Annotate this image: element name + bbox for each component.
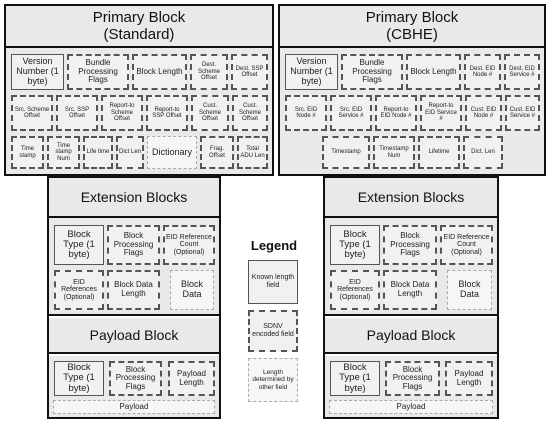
payload-right-block-processing-flags: Block Processing Flags (385, 361, 440, 396)
field-total-adu-len: Total ADU Len (237, 136, 268, 169)
field-dictionary: Dictionary (147, 136, 197, 169)
ext-left-eid-reference-count: EID Reference Count (Optional) (163, 225, 215, 265)
field-cust-scheme-offset: Cust. Scheme Offset (191, 95, 229, 131)
field-frag-offset: Frag. Offset (200, 136, 234, 169)
field-dict-len: Dict Len (116, 136, 144, 169)
field-block-length: Block Length (132, 54, 187, 90)
field-bundle-processing-flags: Bundle Processing Flags (67, 54, 129, 90)
extension-header-left: Extension Blocks (49, 178, 219, 218)
cbhe-field-block-length: Block Length (406, 54, 461, 90)
primary-block-standard: Primary Block (Standard) Version Number … (4, 4, 274, 176)
field-src-ssp-offset: Src. SSP Offset (56, 95, 98, 131)
cbhe-field-lifetime: Lifetime (418, 136, 460, 169)
primary-standard-fields: Version Number (1 byte) Bundle Processin… (6, 48, 272, 174)
payload-title-right: Payload Block (366, 326, 456, 343)
payload-fields-right: Block Type (1 byte) Block Processing Fla… (325, 356, 497, 417)
ext-left-block-processing-flags: Block Processing Flags (107, 225, 160, 265)
cbhe-field-bundle-processing-flags: Bundle Processing Flags (341, 54, 403, 90)
extension-header-right: Extension Blocks (325, 178, 497, 218)
payload-left-payload: Payload (53, 400, 215, 414)
ext-left-block-type: Block Type (1 byte) (54, 225, 104, 265)
ext-right-eid-reference-count: EID Reference Count (Optional) (440, 225, 493, 265)
ext-right-block-type: Block Type (1 byte) (330, 225, 380, 265)
ext-right-eid-references: EID References (Optional) (330, 270, 380, 310)
cbhe-field-cust-eid-service: Cust. EID Service # (505, 95, 540, 131)
field-version-number: Version Number (1 byte) (11, 54, 64, 90)
primary-cbhe-subtitle: (CBHE) (386, 26, 438, 43)
payload-left-block-processing-flags: Block Processing Flags (109, 361, 162, 396)
primary-block-cbhe: Primary Block (CBHE) Version Number (1 b… (278, 4, 546, 176)
cbhe-field-dest-eid-service: Dest. EID Service # (504, 54, 540, 90)
ext-right-block-data-length: Block Data Length (383, 270, 437, 310)
field-cust-ssp-offset: Cust. Scheme Offset (232, 95, 268, 131)
field-report-to-ssp-offset: Report-to SSP Offset (146, 95, 188, 131)
primary-cbhe-fields: Version Number (1 byte) Bundle Processin… (280, 48, 544, 174)
legend-known-length: Known length field (248, 260, 298, 304)
field-src-scheme-offset: Src. Scheme Offset (11, 95, 53, 131)
cbhe-field-src-eid-node: Src. EID Node # (285, 95, 327, 131)
legend: Legend Known length field SDNV encoded f… (236, 236, 312, 416)
field-timestamp-num: Time stamp Num (47, 136, 80, 169)
cbhe-field-dict-len: Dict. Len (463, 136, 503, 169)
cbhe-field-timestamp: Timestamp (322, 136, 370, 169)
primary-cbhe-title: Primary Block (365, 8, 459, 26)
cbhe-field-dest-eid-node: Dest. EID Node # (464, 54, 501, 90)
extension-fields-right: Block Type (1 byte) Block Processing Fla… (325, 218, 497, 316)
payload-right-payload-length: Payload Length (445, 361, 493, 396)
extension-payload-right: Extension Blocks Block Type (1 byte) Blo… (323, 176, 499, 419)
cbhe-field-timestamp-num: Timestamp Num (373, 136, 415, 169)
cbhe-field-report-to-eid-service: Report-to EID Service # (420, 95, 462, 131)
extension-fields-left: Block Type (1 byte) Block Processing Fla… (49, 218, 219, 316)
ext-left-block-data: Block Data (170, 270, 214, 310)
primary-standard-title: Primary Block (92, 8, 186, 26)
field-lifetime: Life time (83, 136, 113, 169)
primary-standard-header: Primary Block (Standard) (6, 6, 272, 48)
cbhe-field-version-number: Version Number (1 byte) (285, 54, 338, 90)
extension-payload-left: Extension Blocks Block Type (1 byte) Blo… (47, 176, 221, 419)
ext-right-block-processing-flags: Block Processing Flags (383, 225, 437, 265)
cbhe-field-cust-eid-node: Cust. EID Node # (465, 95, 502, 131)
legend-sdnv-encoded: SDNV encoded field (248, 310, 298, 352)
field-dest-ssp-offset: Dest. SSP Offset (231, 54, 268, 90)
ext-left-block-data-length: Block Data Length (107, 270, 160, 310)
payload-fields-left: Block Type (1 byte) Block Processing Fla… (49, 356, 219, 417)
payload-header-left: Payload Block (49, 318, 219, 354)
ext-left-eid-references: EID References (Optional) (54, 270, 104, 310)
ext-right-block-data: Block Data (447, 270, 492, 310)
cbhe-field-report-to-eid-node: Report-to EID Node # (375, 95, 417, 131)
legend-title: Legend (250, 238, 298, 253)
payload-header-right: Payload Block (325, 318, 497, 354)
cbhe-field-src-eid-service: Src. EID Service # (330, 95, 372, 131)
extension-title-right: Extension Blocks (357, 188, 465, 205)
payload-right-block-type: Block Type (1 byte) (330, 361, 380, 396)
field-timestamp: Time stamp (11, 136, 44, 169)
primary-cbhe-header: Primary Block (CBHE) (280, 6, 544, 48)
payload-left-block-type: Block Type (1 byte) (54, 361, 104, 396)
payload-title-left: Payload Block (89, 326, 179, 343)
field-dest-scheme-offset: Dest. Scheme Offset (190, 54, 228, 90)
field-report-to-scheme-offset: Report-to Scheme Offset (101, 95, 143, 131)
extension-title-left: Extension Blocks (80, 188, 188, 205)
primary-standard-subtitle: (Standard) (103, 26, 175, 43)
legend-length-by-other-field: Length determined by other field (248, 358, 298, 402)
payload-right-payload: Payload (329, 400, 493, 414)
payload-left-payload-length: Payload Length (168, 361, 215, 396)
